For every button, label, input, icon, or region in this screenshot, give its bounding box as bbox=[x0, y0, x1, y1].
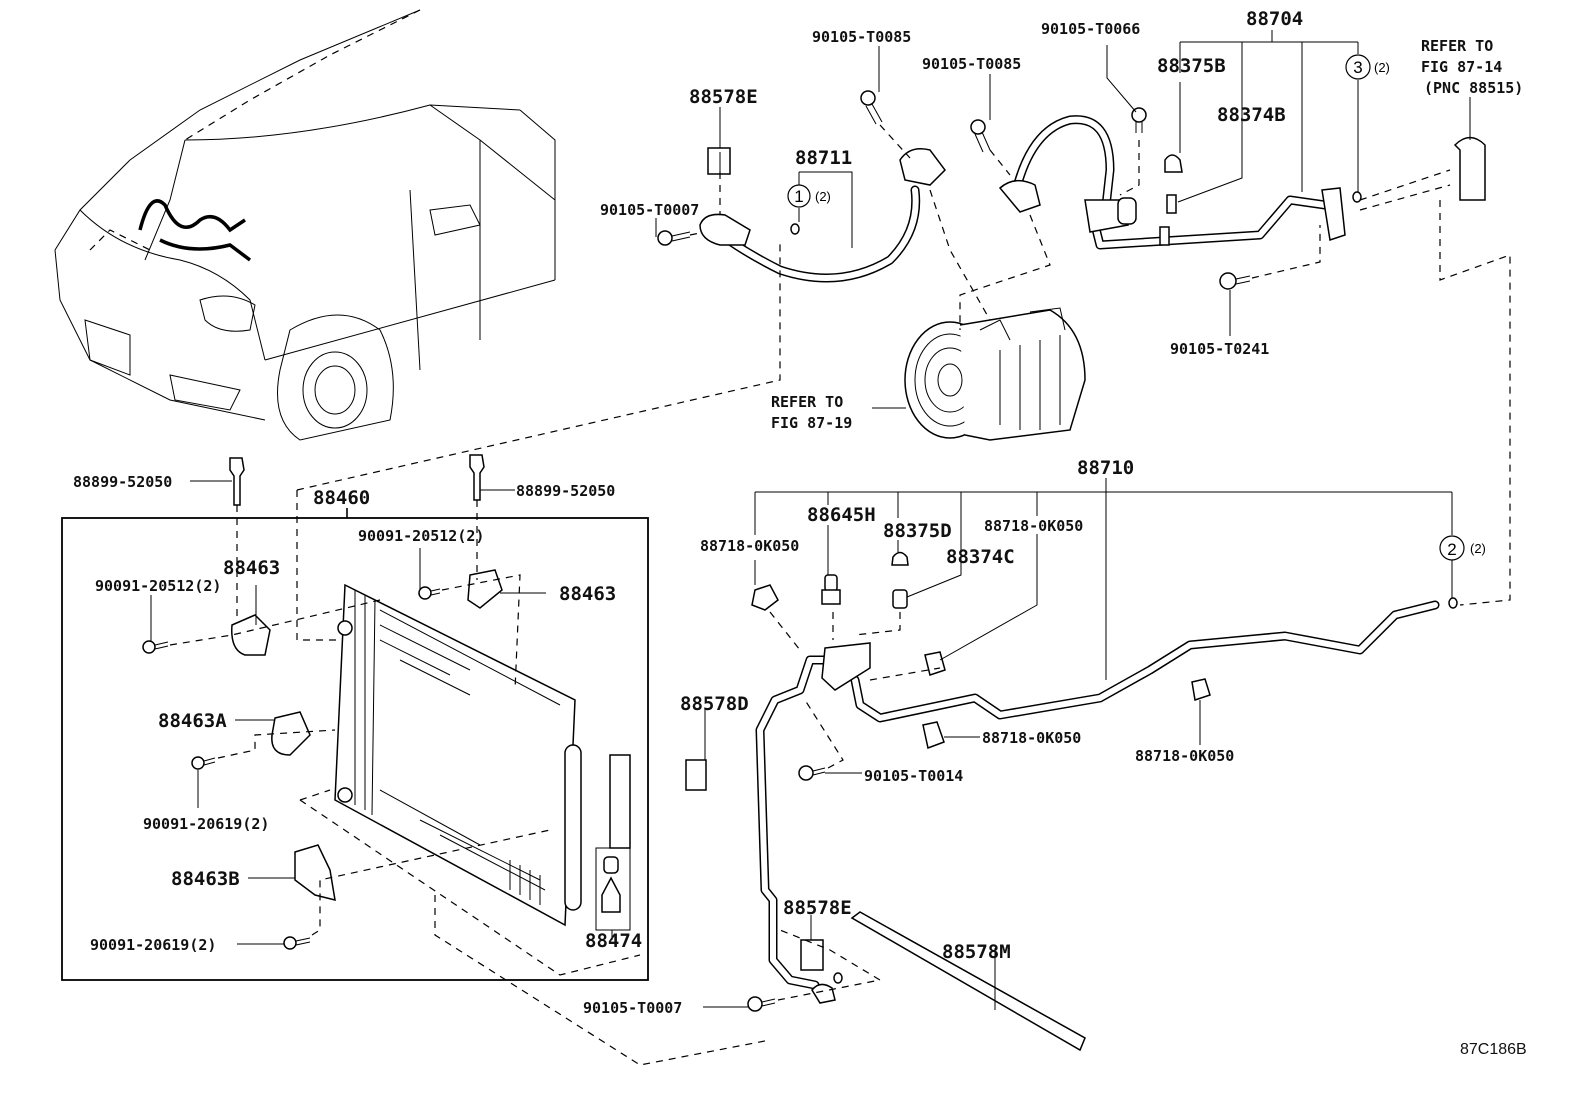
label-88899-52050-right[interactable]: 88899-52050 bbox=[516, 482, 615, 500]
leader-lines bbox=[150, 30, 1471, 1010]
label-88718-0K050-b[interactable]: 88718-0K050 bbox=[984, 517, 1083, 535]
label-88718-0K050-a[interactable]: 88718-0K050 bbox=[700, 537, 799, 555]
label-88645H[interactable]: 88645H bbox=[807, 504, 876, 526]
vehicle-illustration bbox=[54, 9, 556, 441]
label-88374C[interactable]: 88374C bbox=[946, 546, 1015, 568]
label-pnc-88515: (PNC 88515) bbox=[1424, 79, 1523, 97]
label-88578E-bottom[interactable]: 88578E bbox=[783, 897, 852, 919]
label-88718-0K050-d[interactable]: 88718-0K050 bbox=[1135, 747, 1234, 765]
label-90105-T0007-bottom[interactable]: 90105-T0007 bbox=[583, 999, 682, 1017]
expansion-valve bbox=[1453, 136, 1486, 201]
label-90091-20619-b[interactable]: 90091-20619(2) bbox=[90, 936, 216, 954]
cushion-88578D bbox=[685, 759, 707, 791]
label-88463B[interactable]: 88463B bbox=[171, 868, 240, 890]
callout-number: 2 bbox=[1447, 540, 1456, 559]
label-refer-to-b: REFER TO bbox=[771, 393, 843, 411]
label-90105-T0066[interactable]: 90105-T0066 bbox=[1041, 20, 1140, 38]
compressor bbox=[904, 189, 1086, 441]
cushion-88578E-top bbox=[707, 147, 731, 175]
label-90105-T0085-b[interactable]: 90105-T0085 bbox=[922, 55, 1021, 73]
label-88460[interactable]: 88460 bbox=[313, 487, 370, 509]
label-90091-20619-a[interactable]: 90091-20619(2) bbox=[143, 815, 269, 833]
label-88578E-top[interactable]: 88578E bbox=[689, 86, 758, 108]
label-88374B[interactable]: 88374B bbox=[1217, 104, 1286, 126]
label-88375B[interactable]: 88375B bbox=[1157, 55, 1226, 77]
hose-88711-group bbox=[657, 90, 1011, 283]
label-88474[interactable]: 88474 bbox=[585, 930, 642, 952]
callout-number: 3 bbox=[1353, 58, 1362, 77]
label-88718-0K050-c[interactable]: 88718-0K050 bbox=[982, 729, 1081, 747]
callout-circle bbox=[1439, 535, 1465, 561]
label-90105-T0241[interactable]: 90105-T0241 bbox=[1170, 340, 1269, 358]
label-88463A[interactable]: 88463A bbox=[158, 710, 227, 732]
label-88704[interactable]: 88704 bbox=[1246, 8, 1303, 30]
label-88578M[interactable]: 88578M bbox=[942, 941, 1011, 963]
label-fig-87-19[interactable]: FIG 87-19 bbox=[771, 414, 852, 432]
callout-3: 3 (2) bbox=[1345, 54, 1390, 80]
condenser-assembly-box bbox=[61, 240, 781, 1066]
callout-number: 1 bbox=[794, 187, 803, 206]
label-90091-20512-left[interactable]: 90091-20512(2) bbox=[95, 577, 221, 595]
label-90105-T0014[interactable]: 90105-T0014 bbox=[864, 767, 963, 785]
cushion-88578E-bottom bbox=[800, 939, 824, 971]
callout-qty: (2) bbox=[815, 189, 831, 204]
hose-88704-group bbox=[998, 107, 1511, 606]
cap-88375B bbox=[1164, 154, 1183, 173]
label-90105-T0085-a[interactable]: 90105-T0085 bbox=[812, 28, 911, 46]
label-88899-52050-left[interactable]: 88899-52050 bbox=[73, 473, 172, 491]
label-88375D[interactable]: 88375D bbox=[883, 520, 952, 542]
label-88578D[interactable]: 88578D bbox=[680, 693, 749, 715]
callout-circle bbox=[787, 184, 811, 208]
label-90091-20512-right[interactable]: 90091-20512(2) bbox=[358, 527, 484, 545]
figure-code: 87C186B bbox=[1460, 1041, 1527, 1058]
label-90105-T0007-top[interactable]: 90105-T0007 bbox=[600, 201, 699, 219]
callout-qty: (2) bbox=[1374, 60, 1390, 75]
callout-qty: (2) bbox=[1470, 541, 1486, 556]
bolt-head bbox=[657, 230, 673, 246]
callout-1: 1 (2) bbox=[787, 184, 831, 208]
label-fig-87-14[interactable]: FIG 87-14 bbox=[1421, 58, 1502, 76]
part-labels: 88578E 88711 90105-T0007 90105-T0085 901… bbox=[73, 8, 1523, 1017]
label-88710[interactable]: 88710 bbox=[1077, 457, 1134, 479]
callout-circle bbox=[1345, 54, 1371, 80]
label-88463-right[interactable]: 88463 bbox=[559, 583, 616, 605]
label-refer-to-a: REFER TO bbox=[1421, 37, 1493, 55]
pipe-88710-group bbox=[685, 551, 1458, 1052]
label-88711[interactable]: 88711 bbox=[795, 147, 852, 169]
callout-2: 2 (2) bbox=[1439, 535, 1486, 561]
label-88463-left[interactable]: 88463 bbox=[223, 557, 280, 579]
